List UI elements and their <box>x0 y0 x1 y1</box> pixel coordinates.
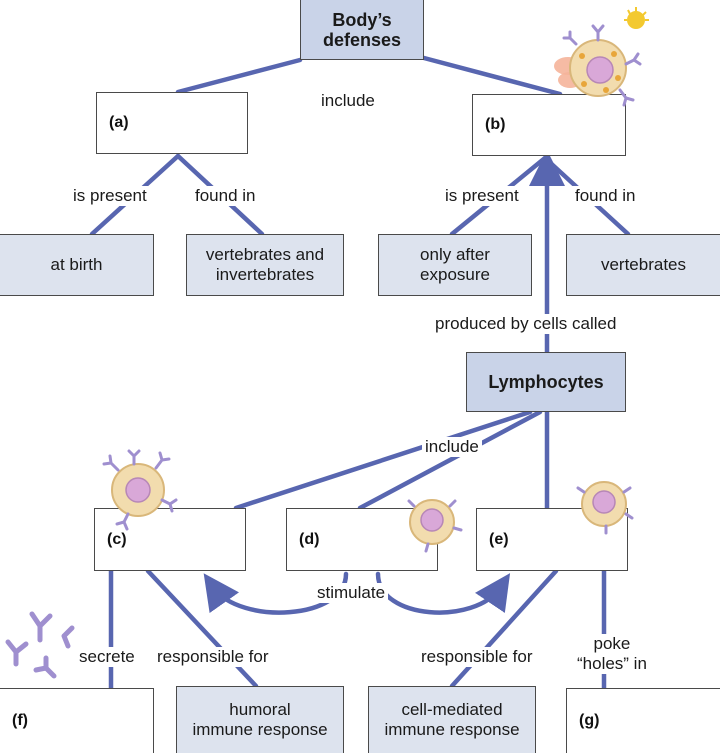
humoral-response-box: humoral immune response <box>176 686 344 753</box>
node-f-box: (f) <box>0 688 154 753</box>
b-cell-icon <box>102 449 178 531</box>
only-after-exposure-label: only after exposure <box>420 245 490 284</box>
link-poke-holes: poke “holes” in <box>574 634 650 674</box>
at-birth-label: at birth <box>50 255 103 274</box>
helper-t-cell-icon <box>407 499 463 553</box>
link-is-present-b: is present <box>442 186 522 206</box>
link-responsible-e: responsible for <box>418 647 536 667</box>
node-a-box: (a) <box>96 92 248 154</box>
node-b-letter: (b) <box>485 116 506 133</box>
node-f-letter: (f) <box>12 712 28 729</box>
link-secrete: secrete <box>76 647 138 667</box>
link-responsible-c: responsible for <box>154 647 272 667</box>
only-after-exposure-box: only after exposure <box>378 234 532 296</box>
vertebrates-invertebrates-box: vertebrates and invertebrates <box>186 234 344 296</box>
vertebrates-label: vertebrates <box>600 255 687 274</box>
cell-mediated-response-label: cell-mediated immune response <box>384 700 520 739</box>
body-defenses-label: Body’s defenses <box>322 9 402 50</box>
link-found-in-b: found in <box>572 186 639 206</box>
node-c-box: (c) <box>94 508 246 571</box>
link-is-present-a: is present <box>70 186 150 206</box>
link-include-mid: include <box>422 437 482 457</box>
node-a-letter: (a) <box>109 114 129 131</box>
link-include-top: include <box>318 91 378 111</box>
vertebrates-box: vertebrates <box>566 234 720 296</box>
link-found-in-a: found in <box>192 186 259 206</box>
link-produced-by: produced by cells called <box>432 314 620 334</box>
node-g-letter: (g) <box>579 712 600 729</box>
lymphocytes-box: Lymphocytes <box>466 352 626 412</box>
activated-b-cell-icon <box>554 7 649 107</box>
node-c-letter: (c) <box>107 530 127 548</box>
cytotoxic-t-cell-icon <box>576 481 634 535</box>
at-birth-box: at birth <box>0 234 154 296</box>
humoral-response-label: humoral immune response <box>192 700 328 739</box>
lymphocytes-label: Lymphocytes <box>488 372 604 392</box>
node-g-box: (g) <box>566 688 720 753</box>
node-d-letter: (d) <box>299 530 320 548</box>
link-stimulate: stimulate <box>314 583 389 603</box>
node-e-letter: (e) <box>489 530 509 548</box>
cell-mediated-response-box: cell-mediated immune response <box>368 686 536 753</box>
vertebrates-invertebrates-label: vertebrates and invertebrates <box>205 245 325 284</box>
node-b-box: (b) <box>472 94 626 156</box>
body-defenses-box: Body’s defenses <box>300 0 424 60</box>
antibody-icon <box>5 611 75 679</box>
